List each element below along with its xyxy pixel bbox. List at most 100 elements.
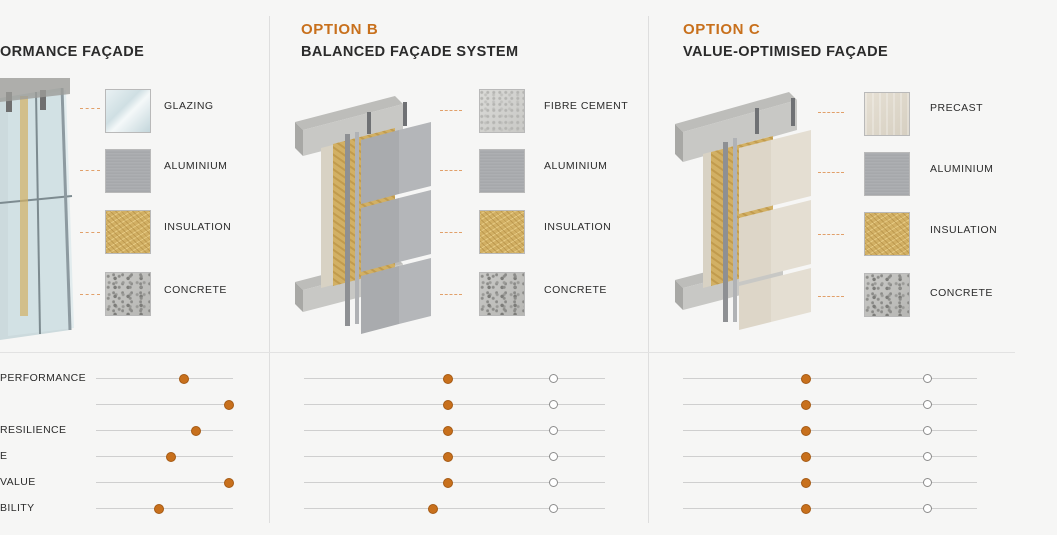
concrete-swatch — [105, 272, 151, 316]
score-marker — [443, 373, 454, 384]
score-track — [683, 456, 977, 457]
score-marker — [428, 503, 439, 514]
reference-marker — [922, 400, 932, 409]
material-label: ALUMINIUM — [930, 163, 994, 175]
reference-marker — [922, 374, 932, 383]
insulation-swatch — [479, 210, 525, 254]
column-divider — [648, 16, 649, 523]
reference-marker — [549, 426, 559, 435]
material-label: INSULATION — [544, 221, 612, 233]
metric-label: VALUE — [0, 476, 36, 488]
leader-line — [440, 232, 462, 233]
score-marker — [443, 451, 454, 462]
reference-marker — [549, 374, 559, 383]
material-label: CONCRETE — [544, 284, 607, 296]
score-marker — [801, 477, 812, 488]
score-track — [96, 404, 233, 405]
score-track — [683, 430, 977, 431]
score-marker — [191, 425, 201, 436]
option-title: VALUE-OPTIMISED FAÇADE — [683, 44, 889, 60]
reference-marker — [922, 478, 932, 487]
material-label: FIBRE CEMENT — [544, 100, 629, 112]
score-marker — [223, 477, 234, 488]
leader-line — [440, 110, 462, 111]
score-track — [304, 482, 605, 483]
score-marker — [178, 373, 189, 384]
score-marker — [166, 451, 177, 462]
leader-line — [818, 172, 844, 173]
concrete-swatch — [864, 273, 910, 317]
option-label: OPTION C — [683, 21, 761, 38]
precast-facade-illustration — [675, 92, 811, 330]
score-marker — [154, 503, 165, 514]
material-label: ALUMINIUM — [544, 160, 608, 172]
score-track — [96, 508, 233, 509]
option-b-column: OPTION B BALANCED FAÇADE SYSTEM — [295, 21, 629, 514]
reference-marker — [922, 426, 932, 435]
score-track — [683, 482, 977, 483]
aluminium-swatch — [479, 149, 525, 193]
score-marker — [801, 503, 812, 514]
leader-line — [80, 170, 100, 171]
score-track — [96, 378, 233, 379]
score-track — [96, 430, 233, 431]
score-marker — [443, 425, 454, 436]
score-marker — [223, 399, 234, 410]
metric-label: RESILIENCE — [0, 424, 67, 436]
material-label: INSULATION — [930, 224, 998, 236]
metric-label: PERFORMANCE — [0, 372, 87, 384]
column-divider — [269, 16, 270, 523]
material-label: CONCRETE — [930, 287, 993, 299]
material-label: INSULATION — [164, 221, 232, 233]
insulation-swatch — [864, 212, 910, 256]
score-marker — [801, 451, 812, 462]
score-marker — [443, 399, 454, 410]
leader-line — [818, 112, 844, 113]
score-marker — [801, 373, 812, 384]
concrete-swatch — [479, 272, 525, 316]
option-label: OPTION B — [301, 21, 379, 38]
fibre-cement-swatch — [479, 89, 525, 133]
score-track — [304, 508, 605, 509]
aluminium-swatch — [105, 149, 151, 193]
reference-marker — [549, 478, 559, 487]
reference-marker — [549, 452, 559, 461]
score-track — [304, 404, 605, 405]
score-track — [304, 378, 605, 379]
option-a-column: ORMANCE FAÇADE GLAZING ALUMINIUM INSULAT… — [0, 0, 269, 535]
material-label: GLAZING — [164, 100, 214, 112]
score-marker — [443, 477, 454, 488]
score-marker — [801, 399, 812, 410]
leader-line — [818, 234, 844, 235]
reference-marker — [549, 400, 559, 409]
leader-line — [80, 108, 100, 109]
material-label: ALUMINIUM — [164, 160, 228, 172]
score-track — [683, 378, 977, 379]
score-track — [683, 508, 977, 509]
leader-line — [80, 232, 100, 233]
leader-line — [818, 296, 844, 297]
option-title: BALANCED FAÇADE SYSTEM — [301, 44, 519, 60]
material-label: CONCRETE — [164, 284, 227, 296]
metric-label: BILITY — [0, 502, 35, 514]
glazing-facade-illustration — [0, 78, 74, 340]
section-divider — [0, 352, 1015, 353]
score-track — [304, 430, 605, 431]
reference-marker — [922, 504, 932, 513]
aluminium-swatch — [864, 152, 910, 196]
leader-line — [80, 294, 100, 295]
reference-marker — [549, 504, 559, 513]
fibre-cement-facade-illustration — [295, 96, 431, 334]
glazing-swatch — [105, 89, 151, 133]
metric-label: E — [0, 450, 8, 462]
option-title: ORMANCE FAÇADE — [0, 44, 145, 60]
leader-line — [440, 294, 462, 295]
score-track — [96, 456, 233, 457]
score-track — [96, 482, 233, 483]
reference-marker — [922, 452, 932, 461]
leader-line — [440, 170, 462, 171]
precast-swatch — [864, 92, 910, 136]
score-track — [683, 404, 977, 405]
insulation-swatch — [105, 210, 151, 254]
